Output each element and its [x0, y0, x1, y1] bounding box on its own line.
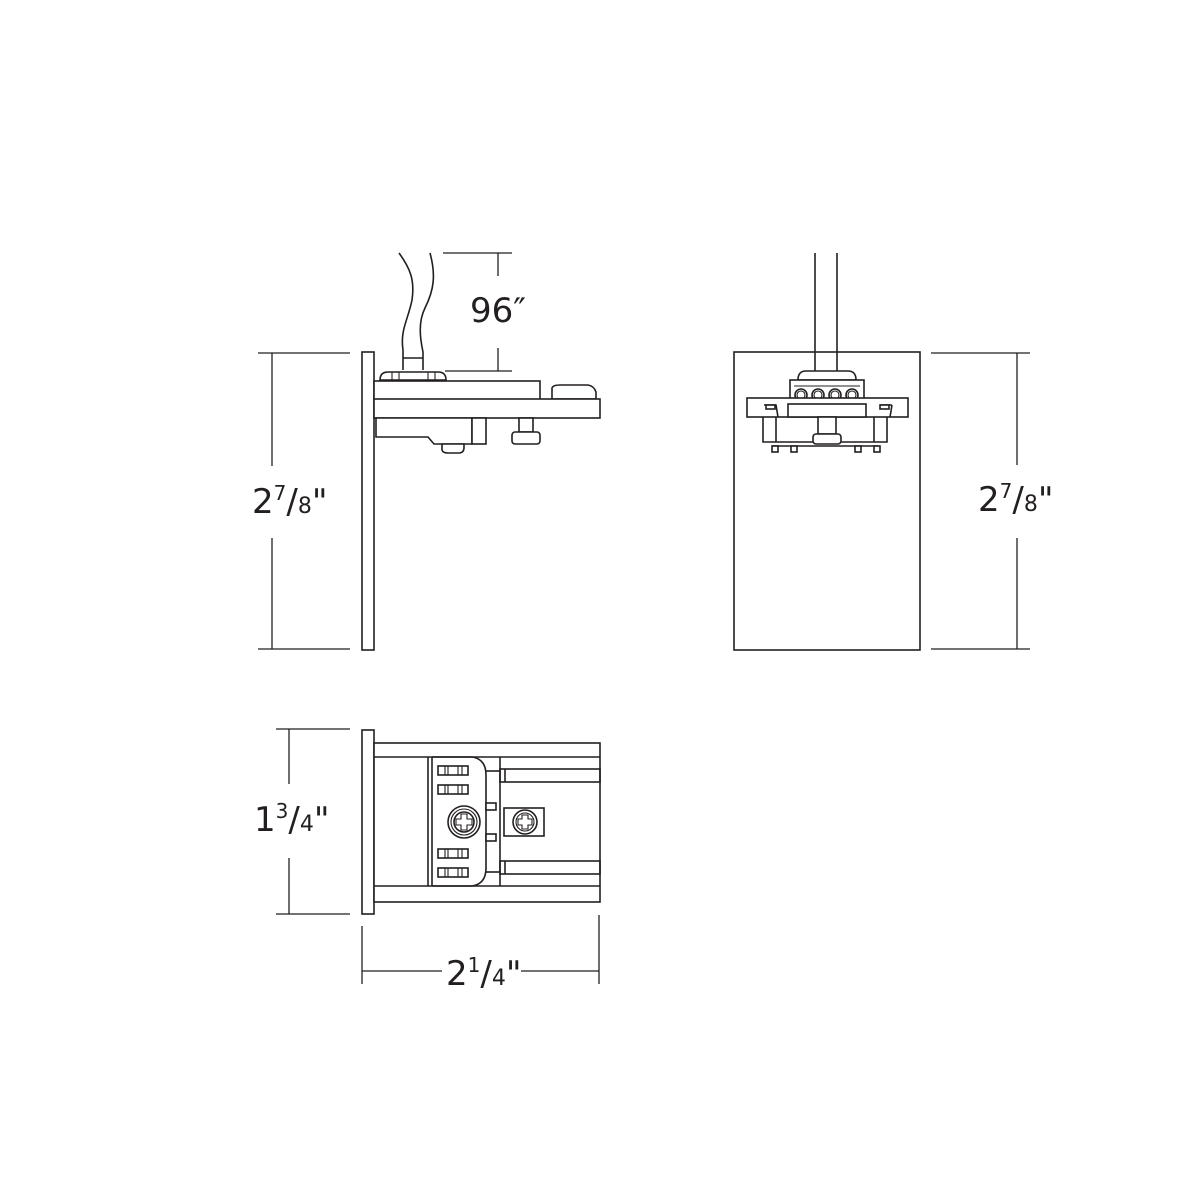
contact-pads: [437, 765, 469, 878]
side-mounting-plate: [361, 351, 375, 651]
lead-wire-left-edge: [398, 252, 414, 370]
front-height-label: 27/8": [978, 479, 1053, 520]
lead-wire-right-edge: [419, 252, 435, 370]
upper-housing: [373, 380, 541, 401]
contact-plate: [432, 756, 487, 887]
lower-foot: [441, 443, 465, 454]
side-height-label: 27/8": [252, 481, 327, 522]
lead-length-label: 96″: [470, 291, 526, 331]
lower-block: [375, 417, 473, 445]
top-mounting-plate: [361, 729, 375, 915]
center-screw-icon: [447, 805, 481, 839]
strain-relief-nut: [379, 371, 447, 381]
terminal-screw-icon: [503, 807, 545, 837]
top-width-label: 13/4": [254, 799, 329, 840]
front-view: 27/8": [733, 253, 1053, 651]
side-screw: [511, 431, 541, 445]
front-screw: [812, 433, 842, 445]
side-view: 96″ 27/8": [252, 252, 601, 651]
top-view: 13/4" 21/4": [254, 728, 601, 994]
top-housing-outline: [373, 742, 601, 903]
main-bracket: [373, 398, 601, 419]
side-clip: [551, 384, 597, 400]
top-length-label: 21/4": [446, 953, 521, 994]
